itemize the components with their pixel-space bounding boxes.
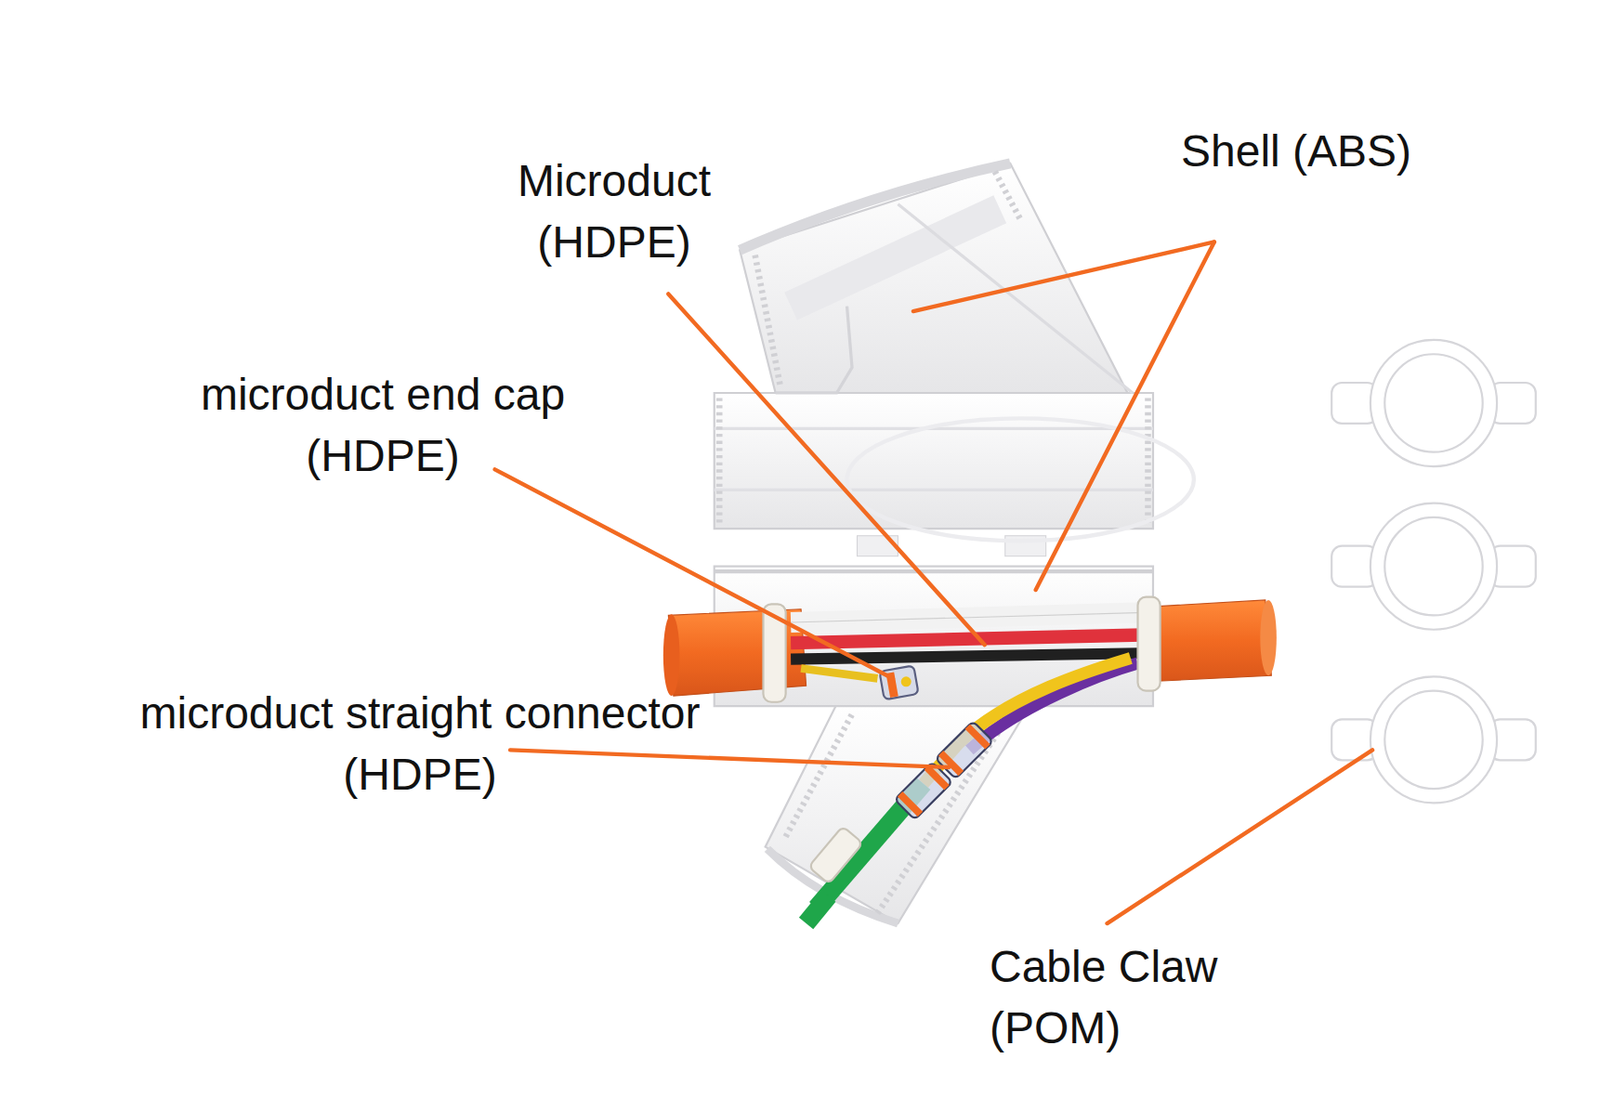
- leader-lines: [495, 241, 1373, 924]
- part-label: Shell (ABS): [1180, 120, 1488, 183]
- straight-connectors: [894, 721, 994, 820]
- main-duct: [663, 600, 1277, 696]
- loose-claws: [1331, 340, 1536, 804]
- part-label: microduct end cap (HDPE): [178, 364, 588, 487]
- part-label: Cable Claw (POM): [989, 936, 1250, 1060]
- microducts: [790, 612, 1154, 924]
- end-cap: [878, 665, 919, 700]
- part-label: microduct straight connector (HDPE): [76, 682, 764, 806]
- shell-upper: [714, 163, 1194, 557]
- part-label: Microduct (HDPE): [479, 150, 749, 274]
